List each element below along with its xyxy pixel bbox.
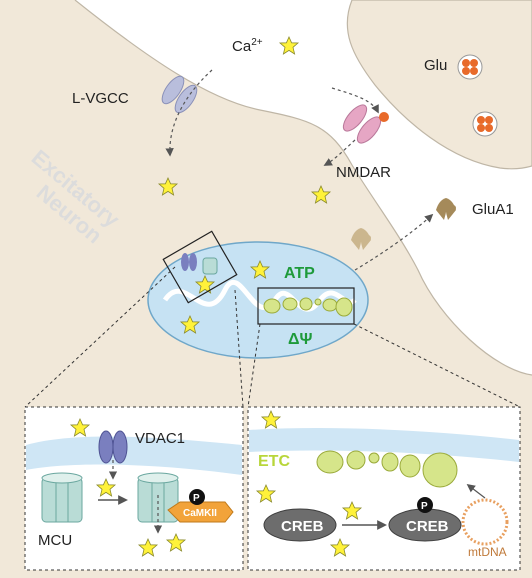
mcu-label: MCU	[38, 532, 72, 549]
vdac1-label: VDAC1	[135, 430, 185, 447]
camkii-kinase-icon	[167, 501, 234, 523]
nmdar-calcium-arrow	[323, 139, 356, 166]
zoom-line-right-b	[353, 323, 521, 408]
atp-to-glua1-arrow	[354, 213, 434, 271]
neuron-membrane	[74, 0, 532, 376]
etc-zoom-box	[257, 287, 355, 325]
glu-label: Glu	[424, 57, 447, 74]
vdac1-channel-icon	[98, 430, 128, 464]
nmdar-receptor-icon	[342, 104, 389, 144]
creb-inactive-icon	[263, 508, 337, 542]
etc-label: ETC	[258, 453, 290, 470]
lvgcc-label: L-VGCC	[72, 90, 129, 107]
creb-phosphate-label: P	[421, 501, 428, 512]
calcium-star-icon	[279, 36, 299, 55]
zoom-line-left-a	[24, 266, 176, 408]
mcu-channel-icon	[41, 472, 83, 523]
glua1-trafficking-icon	[351, 228, 371, 250]
mcu-mini-icon	[202, 257, 218, 275]
camkii-label: CaMKII	[183, 508, 217, 519]
mtdna-circle-icon	[461, 498, 509, 546]
mcu-phospho-channel-icon	[137, 472, 179, 523]
creb-active-icon	[388, 497, 462, 542]
glua1-receptor-icon	[436, 198, 456, 220]
zoom-line-right-a	[247, 323, 261, 408]
creb-label-left: CREB	[281, 518, 324, 535]
glutamate-vesicle-2	[472, 111, 498, 137]
creb-label-right: CREB	[406, 518, 449, 535]
presynaptic-terminal	[346, 0, 532, 170]
glua1-label: GluA1	[472, 201, 514, 218]
nmdar-label: NMDAR	[336, 164, 391, 181]
delta-psi-label: ΔΨ	[288, 331, 313, 348]
mtdna-label: mtDNA	[468, 545, 507, 559]
glutamate-vesicle-1	[457, 54, 483, 80]
glu-to-nmdar-arrow	[331, 87, 379, 114]
calcium-label: Ca2+	[232, 37, 263, 55]
atp-label: ATP	[284, 265, 315, 282]
phosphate-badge-icon	[189, 489, 205, 505]
phosphate-label: P	[193, 493, 200, 504]
zoom-line-left-b	[234, 289, 244, 408]
vdac-mcu-zoom-box	[162, 230, 238, 304]
etc-mini-complexes-icon	[263, 297, 353, 317]
mtdna-to-etc-arrow	[466, 483, 486, 499]
vdac-mini-icon	[181, 253, 197, 271]
etc-complexes-icon	[316, 450, 458, 488]
